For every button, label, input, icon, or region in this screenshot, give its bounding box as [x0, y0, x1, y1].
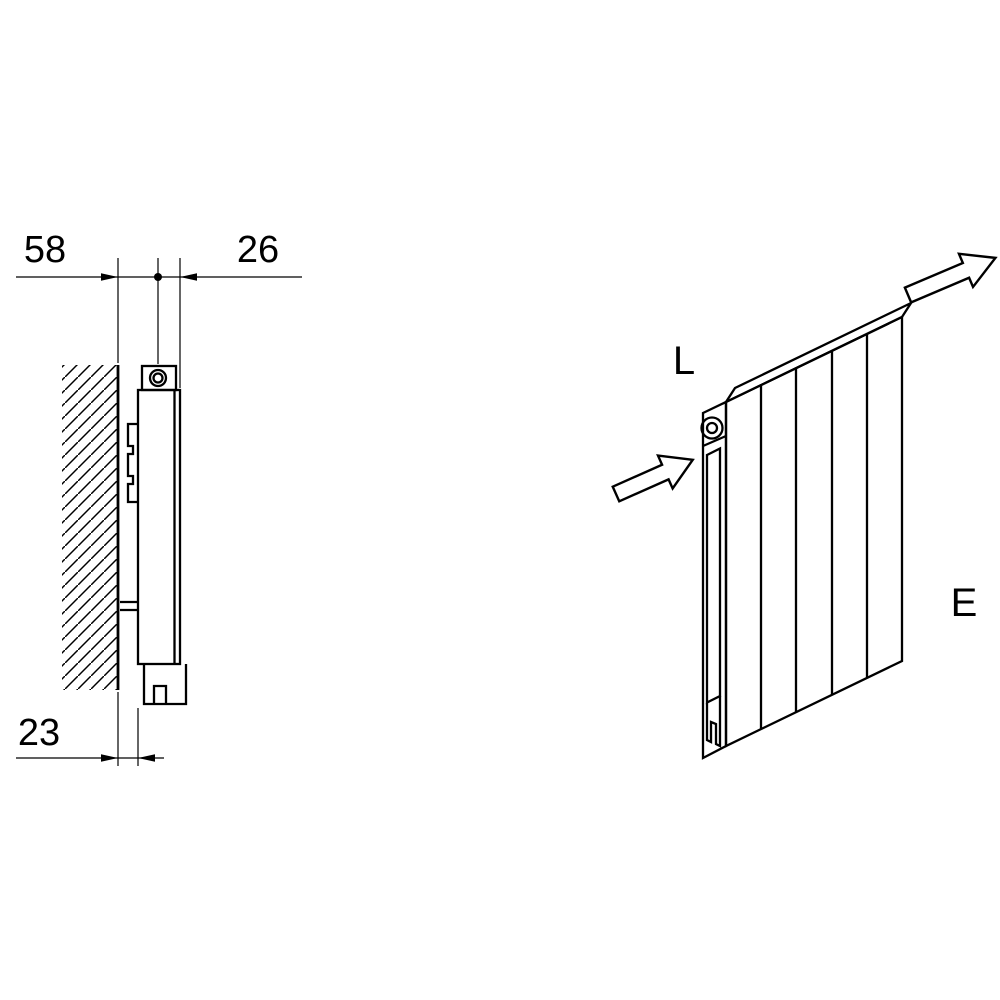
- arrowhead-23-right-icon: [138, 754, 155, 762]
- top-dimensions: 58 26: [16, 229, 302, 388]
- vent-plug-inner: [705, 421, 719, 435]
- radiator-side-profile: [120, 364, 188, 706]
- dim-label-58: 58: [24, 229, 66, 271]
- front-face: [724, 315, 904, 748]
- marker-label-e: E: [951, 581, 978, 625]
- marker-label-l: L: [673, 339, 695, 383]
- wall-bracket: [126, 422, 138, 504]
- side-view: 58 26 23: [16, 229, 302, 766]
- end-cap-separator: [702, 434, 727, 448]
- airflow-arrow-left-icon: [611, 454, 695, 503]
- radiator-3d: [700, 300, 915, 760]
- end-cap: [701, 400, 728, 760]
- vent-plug-outer: [700, 416, 724, 440]
- wall-hatching: [62, 365, 118, 690]
- airflow-arrow-top-icon: [903, 252, 998, 304]
- bottom-dimension: 23: [16, 692, 164, 766]
- panel-body: [136, 388, 182, 666]
- top-face: [722, 300, 915, 405]
- arrowhead-23-left-icon: [101, 754, 118, 762]
- end-foot-notch: [705, 696, 722, 748]
- dim-label-26: 26: [237, 229, 279, 271]
- vent-circle-inner: [152, 372, 164, 384]
- foot-notch: [152, 684, 168, 704]
- arrowhead-26-icon: [180, 273, 197, 281]
- perspective-view: L E: [611, 252, 998, 760]
- dimension-dot: [154, 273, 162, 281]
- end-panel: [705, 446, 722, 705]
- arrowhead-58-icon: [101, 273, 118, 281]
- dim-label-23: 23: [18, 712, 60, 754]
- vent-circle-outer: [148, 368, 168, 388]
